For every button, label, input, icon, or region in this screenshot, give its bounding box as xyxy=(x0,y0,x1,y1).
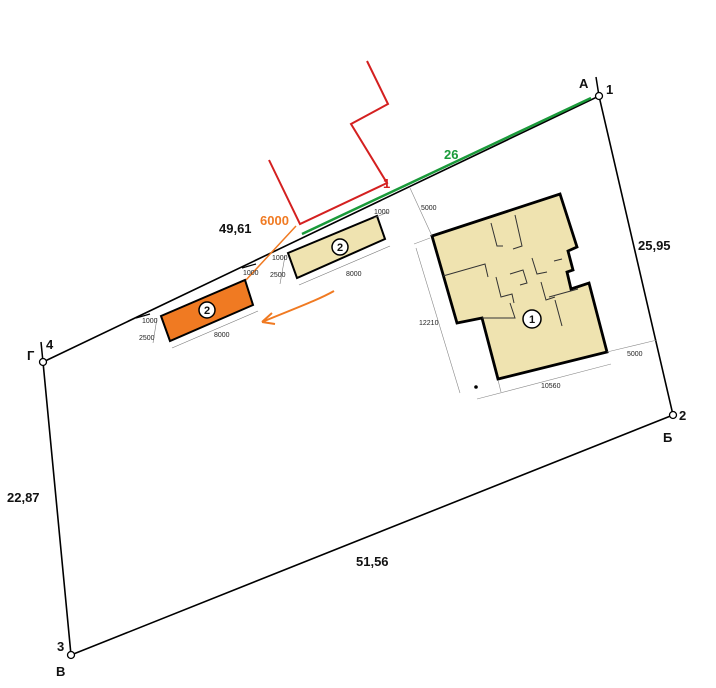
shed-new-marker-label: 2 xyxy=(204,305,210,317)
shed-new-marker xyxy=(198,301,216,319)
corner-number-2: 2 xyxy=(679,408,686,423)
house-dim-depth: 12210 xyxy=(419,320,439,327)
corner-tick-4b xyxy=(135,313,151,319)
shed-new-dim-line-2 xyxy=(152,317,158,344)
shed-existing: 2 1000 1000 2500 8000 xyxy=(270,209,391,286)
orange-distance-label: 6000 xyxy=(260,213,289,228)
shed-new-dim-offset: 1000 xyxy=(243,270,259,277)
shed-existing-dim-width: 2500 xyxy=(270,272,286,279)
house-dim-offset-top: 5000 xyxy=(421,205,437,212)
house-dim-offset-right: 5000 xyxy=(627,351,643,358)
neighbour-red-line xyxy=(268,60,390,226)
side-length-left: 22,87 xyxy=(7,490,40,505)
corner-letter-1: А xyxy=(579,76,589,91)
house-dim-offset-right-line xyxy=(606,339,658,353)
corner-number-1: 1 xyxy=(606,82,613,97)
side-length-right: 25,95 xyxy=(638,238,671,253)
corner-number-4: 4 xyxy=(46,337,54,352)
shed-existing-marker xyxy=(331,238,349,256)
shed-existing-dim-line-2 xyxy=(279,255,286,285)
corner-marker-1 xyxy=(594,91,604,101)
house-dim-width: 10560 xyxy=(541,383,561,390)
house-dim-depth-ext xyxy=(413,237,431,245)
shed-new-dim-width: 2500 xyxy=(139,335,155,342)
shed-existing-dim-line xyxy=(298,245,391,286)
house-marker-label: 1 xyxy=(529,314,535,326)
green-segment-length: 26 xyxy=(444,147,458,162)
shed-existing-dim-length: 8000 xyxy=(346,271,362,278)
orange-arrow-icon xyxy=(261,290,335,325)
corner-marker-4 xyxy=(38,357,48,367)
house-dim-offset-top-line xyxy=(409,187,433,237)
shed-new: 2 1000 1000 2500 8000 xyxy=(139,270,259,349)
shed-existing-marker-label: 2 xyxy=(337,242,343,254)
plot-boundary xyxy=(42,94,674,657)
corner-tick-top xyxy=(241,263,257,269)
corner-letter-2: Б xyxy=(663,430,672,445)
shed-new-dim-offset2: 1000 xyxy=(142,318,158,325)
orange-distance-line xyxy=(245,225,297,281)
house-marker xyxy=(522,309,542,329)
shed-new-dim-line xyxy=(171,310,259,349)
corner-number-3: 3 xyxy=(57,639,64,654)
shed-existing-dim-line-3 xyxy=(373,211,389,219)
shed-existing-dim-offset: 1000 xyxy=(374,209,390,216)
red-line-label: 1 xyxy=(383,176,390,191)
house-dim-width-line xyxy=(476,363,612,400)
house-corner-dot xyxy=(474,385,478,389)
side-length-top: 49,61 xyxy=(219,221,252,236)
house-body xyxy=(430,192,609,381)
corner-letter-3: В xyxy=(56,664,65,679)
shed-existing-dim-offset2: 1000 xyxy=(272,255,288,262)
corner-marker-2 xyxy=(668,410,678,420)
house-dim-depth-line xyxy=(415,247,461,394)
side-length-bottom: 51,56 xyxy=(356,554,389,569)
corner-marker-3 xyxy=(66,650,76,660)
corner-letter-4: Г xyxy=(27,348,35,363)
house-interior-walls xyxy=(442,214,579,327)
house-dim-width-ext xyxy=(497,379,502,393)
shed-new-dim-length: 8000 xyxy=(214,332,230,339)
house: 1 5000 12210 10560 5000 xyxy=(409,187,658,400)
green-boundary-segment xyxy=(301,96,592,236)
